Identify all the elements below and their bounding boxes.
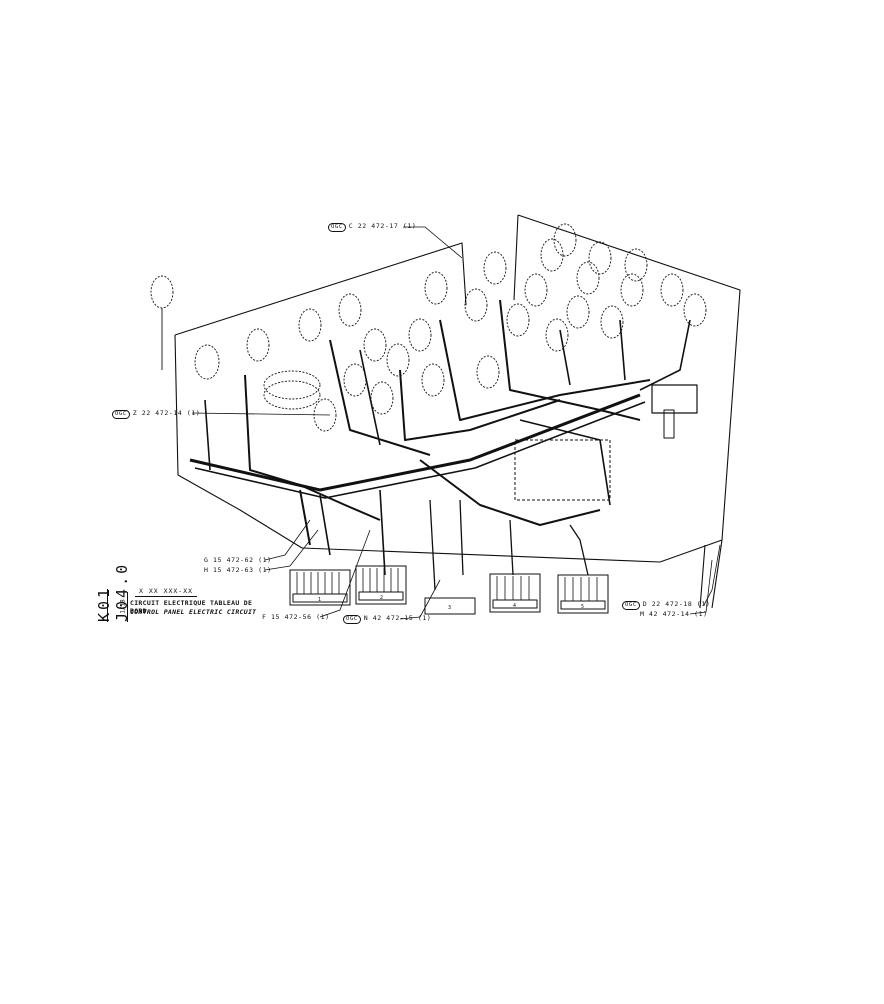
sheet-number: 1/18	[119, 599, 127, 614]
callout-g-text: G 15 472-62 (1)	[204, 556, 272, 564]
leader-d	[703, 544, 721, 606]
title-divider	[127, 592, 128, 622]
title-english: CONTROL PANEL ELECTRIC CIRCUIT	[130, 608, 257, 616]
callout-g: G 15 472-62 (1)	[204, 556, 272, 564]
callout-n-text: N 42 472-15 (1)	[363, 614, 432, 622]
callout-z-text: Z 22 472-14 (1)	[132, 409, 201, 417]
callout-f-text: F 15 472-56 (1)	[262, 613, 330, 621]
leader-z	[191, 412, 331, 416]
callout-h: H 15 472-63 (1)	[204, 566, 272, 574]
connector-4	[489, 573, 541, 613]
switch-group	[150, 223, 707, 432]
harness-trunk	[189, 393, 641, 492]
connector-2-number: 2	[380, 595, 383, 601]
callout-m-text: M 42 472-14 (1)	[640, 610, 708, 618]
connector-4-number: 4	[513, 603, 516, 609]
connector-3	[424, 597, 476, 615]
ogc-badge: OGC	[343, 615, 361, 624]
leader-n	[399, 579, 441, 620]
callout-m: M 42 472-14 (1)	[640, 610, 708, 618]
title-block: 1/18 X XX XXX-XX CIRCUIT ELECTRIQUE TABL…	[107, 587, 263, 622]
callout-f: F 15 472-56 (1)	[262, 613, 330, 621]
leader-m	[689, 559, 713, 615]
connector-3-number: 3	[448, 605, 451, 611]
leader-g	[264, 519, 311, 561]
callout-c-text: C 22 472-17 (1)	[348, 222, 417, 230]
leader-h	[264, 529, 319, 571]
leader-c	[403, 226, 463, 259]
frame-left	[174, 334, 303, 549]
ogc-badge: OGC	[622, 601, 640, 610]
junction-box	[651, 384, 698, 414]
connector-1	[289, 569, 351, 606]
connector-blocks	[289, 565, 609, 615]
connector-2	[355, 565, 407, 605]
frame-outline	[174, 242, 467, 336]
part-code: X XX XXX-XX	[135, 587, 198, 597]
connector-5-number: 5	[581, 604, 584, 610]
connector-1-number: 1	[318, 597, 321, 603]
relay-block	[514, 439, 611, 501]
leader-f	[319, 529, 371, 618]
connector-5	[557, 574, 609, 614]
callout-d-text: D 22 472-18 (1)	[642, 600, 711, 608]
ogc-badge: OGC	[112, 410, 130, 419]
callout-h-text: H 15 472-63 (1)	[204, 566, 272, 574]
title-french: CIRCUIT ELECTRIQUE TABLEAU DE BORD	[130, 599, 253, 615]
ogc-badge: OGC	[328, 223, 346, 232]
